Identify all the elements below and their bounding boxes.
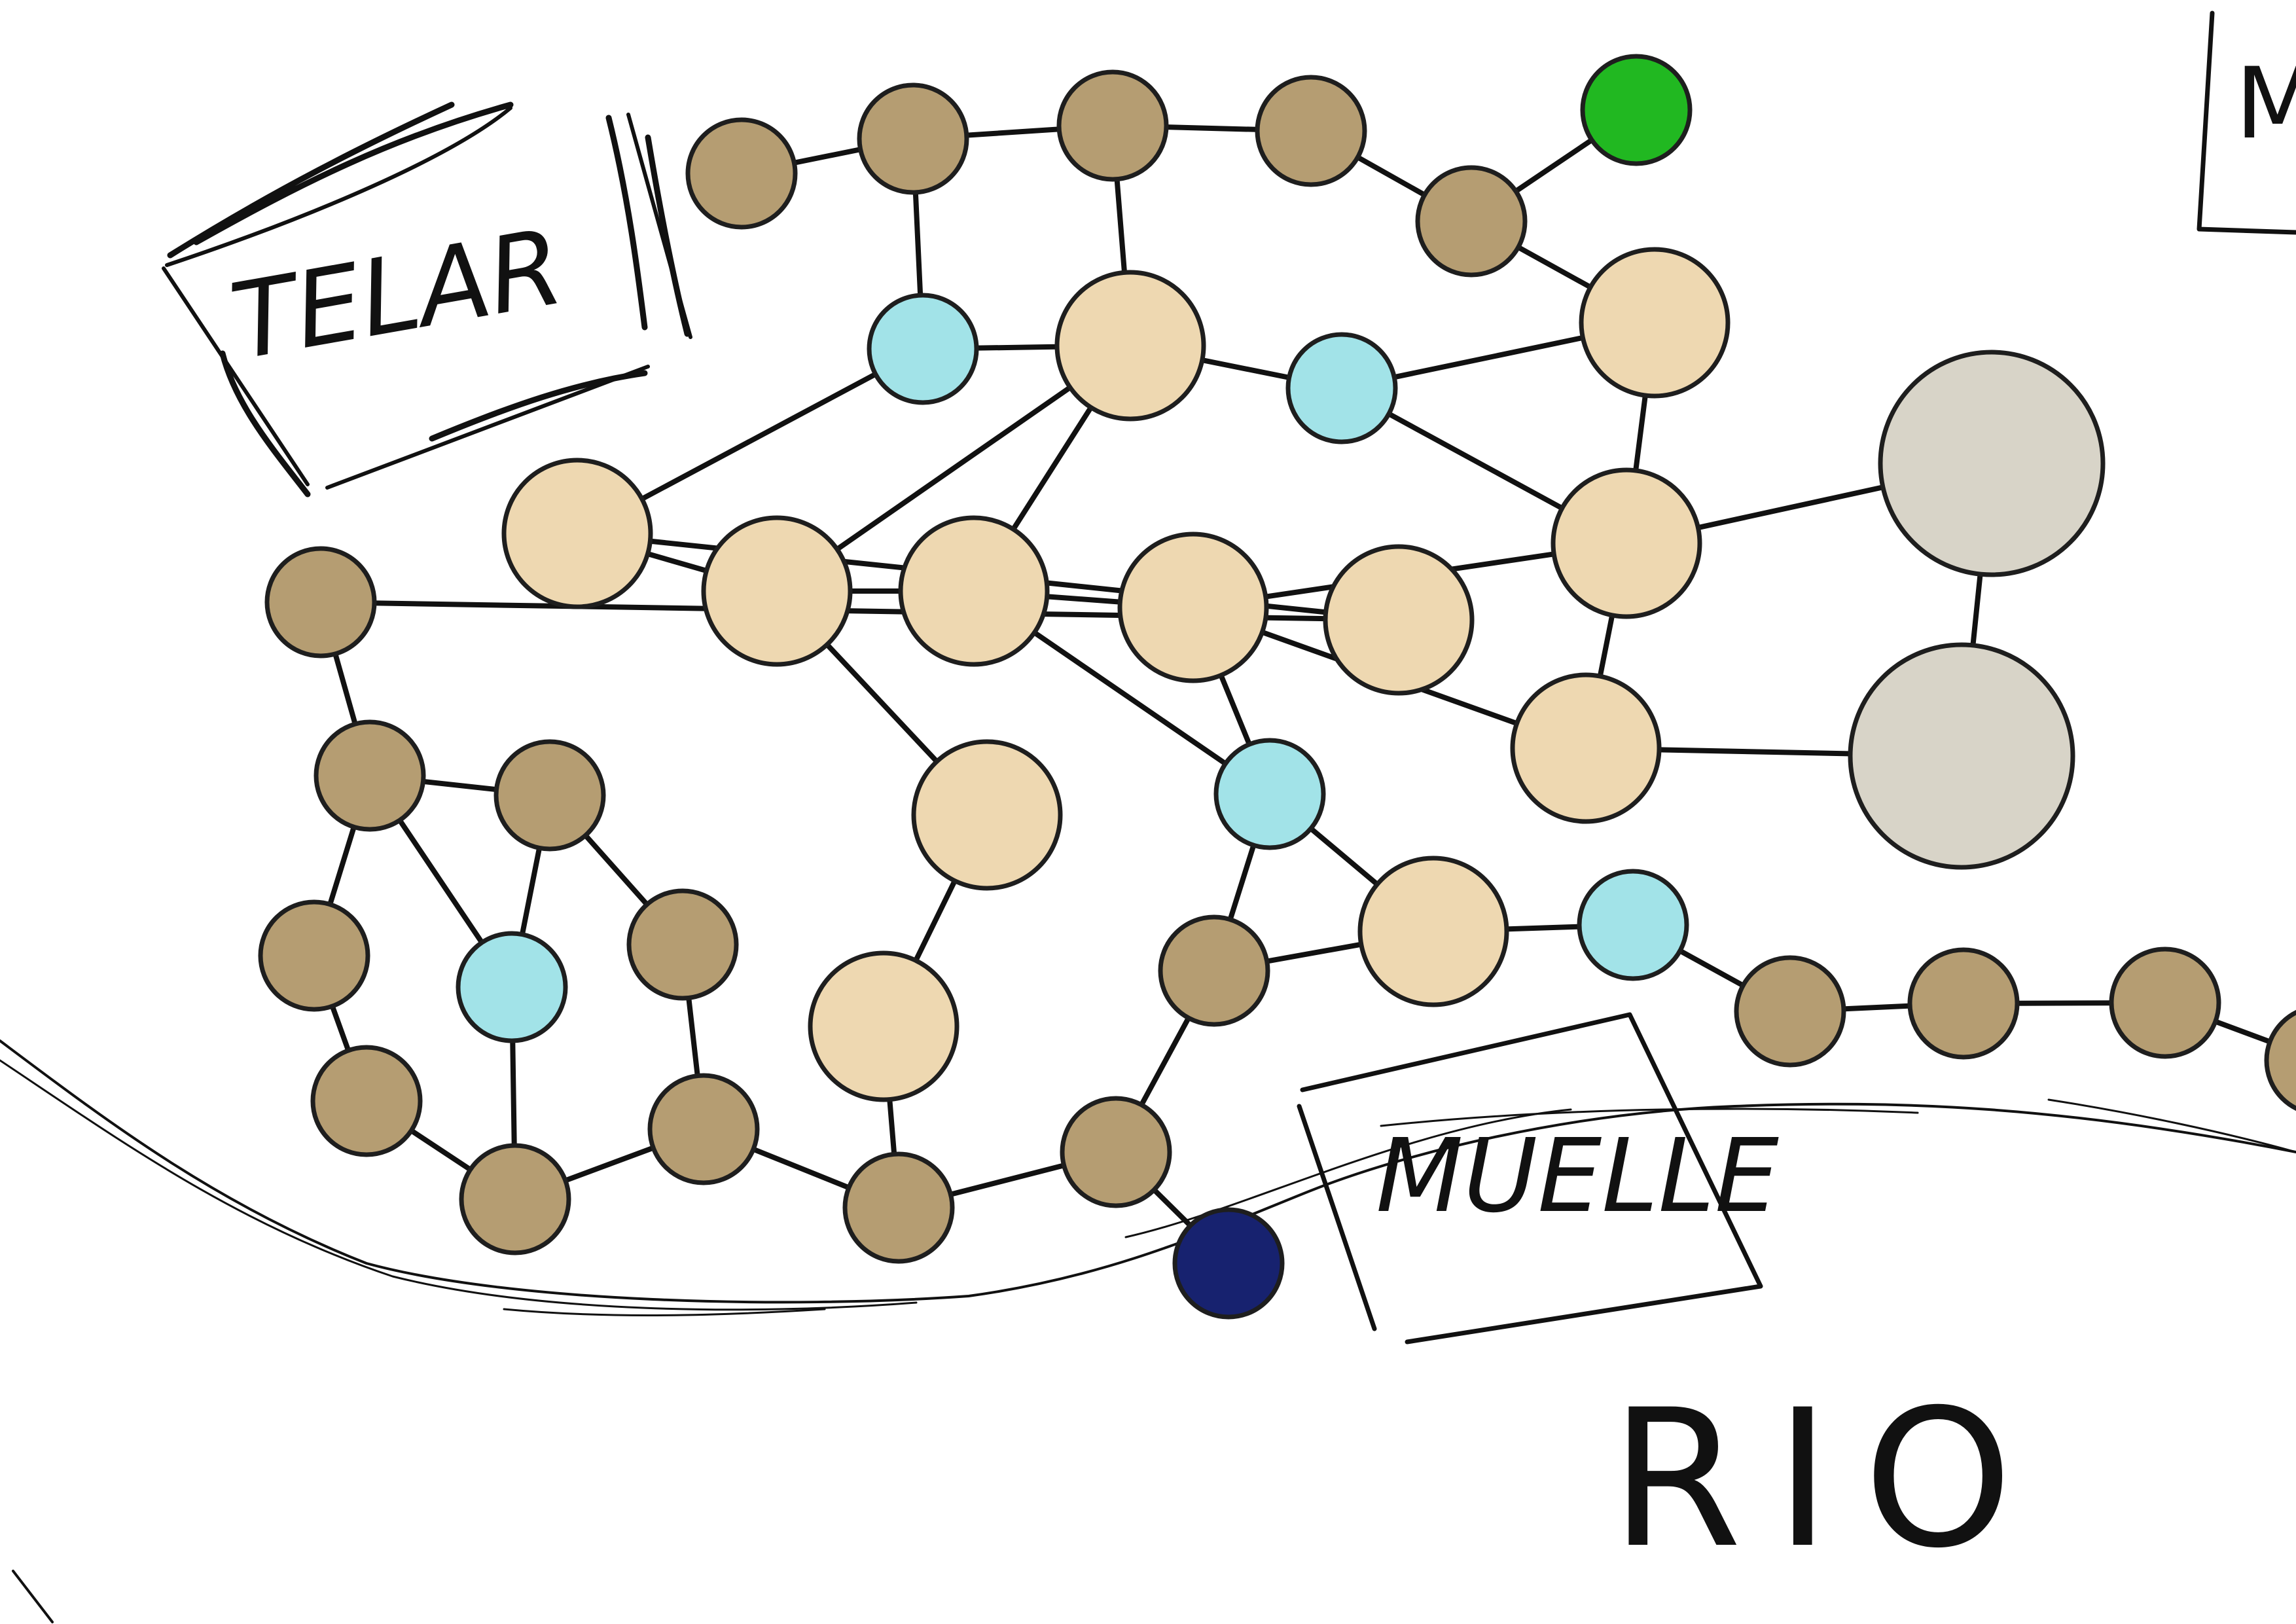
small-brown-node-b8 (493, 739, 606, 852)
muelle-label: MUELLE (1376, 1117, 1779, 1235)
large-beige-node-L6 (1510, 672, 1662, 824)
small-brown-node-b15 (842, 1151, 955, 1264)
cyan-node-c2 (1285, 332, 1398, 444)
small-brown-node-b17 (1734, 955, 1846, 1068)
small-brown-node-b1 (685, 117, 798, 230)
small-brown-node-b3 (1056, 69, 1169, 182)
cyan-node-c4 (1213, 738, 1326, 850)
telar-building: TELAR (162, 101, 692, 497)
small-brown-node-b20 (2264, 1009, 2296, 1111)
offscreen-box: M (2197, 10, 2296, 235)
large-beige-node-L7 (898, 515, 1050, 667)
cyan-node-c1 (867, 293, 979, 405)
large-beige-node-L12 (1357, 856, 1509, 1007)
small-brown-node-b14 (1060, 1096, 1172, 1208)
grey-node-G1 (1878, 350, 2106, 577)
large-beige-node-L10 (911, 739, 1063, 891)
small-brown-node-b7 (314, 719, 426, 832)
large-beige-node-L4 (701, 515, 853, 667)
network-nodes (258, 54, 2296, 1320)
small-brown-node-b19 (2109, 947, 2221, 1059)
telar-label: TELAR (223, 206, 571, 384)
small-brown-node-b2 (857, 82, 969, 195)
small-brown-node-b18 (1907, 947, 2020, 1060)
grey-node-G2 (1848, 642, 2075, 870)
small-brown-node-b16 (1158, 914, 1270, 1027)
small-brown-node-b13 (647, 1073, 760, 1185)
navy-node-n1 (1172, 1207, 1285, 1320)
small-brown-node-b4 (1255, 75, 1367, 187)
large-beige-node-L11 (808, 950, 960, 1102)
small-brown-node-b6 (264, 546, 377, 659)
muelle-building: MUELLE (1297, 1012, 1779, 1344)
green-node-g1 (1580, 54, 1693, 166)
offscreen-box-label: M (2235, 47, 2296, 161)
large-beige-node-L8 (1117, 532, 1269, 683)
river-bank-lines (0, 1039, 2296, 1623)
large-beige-node-L2 (1579, 247, 1731, 399)
rio-label: RIO (1610, 1369, 2045, 1590)
small-brown-node-b12 (459, 1143, 571, 1255)
large-beige-node-L1 (1054, 270, 1206, 422)
small-brown-node-b9 (258, 899, 370, 1012)
small-brown-node-b10 (626, 888, 739, 1001)
cyan-node-c5 (1577, 869, 1689, 981)
large-beige-node-L3 (501, 458, 653, 609)
small-brown-node-b5 (1415, 165, 1528, 278)
small-brown-node-b11 (310, 1045, 423, 1157)
large-beige-node-L9 (1323, 544, 1475, 696)
large-beige-node-L5 (1551, 467, 1702, 619)
cyan-node-c3 (456, 931, 568, 1043)
